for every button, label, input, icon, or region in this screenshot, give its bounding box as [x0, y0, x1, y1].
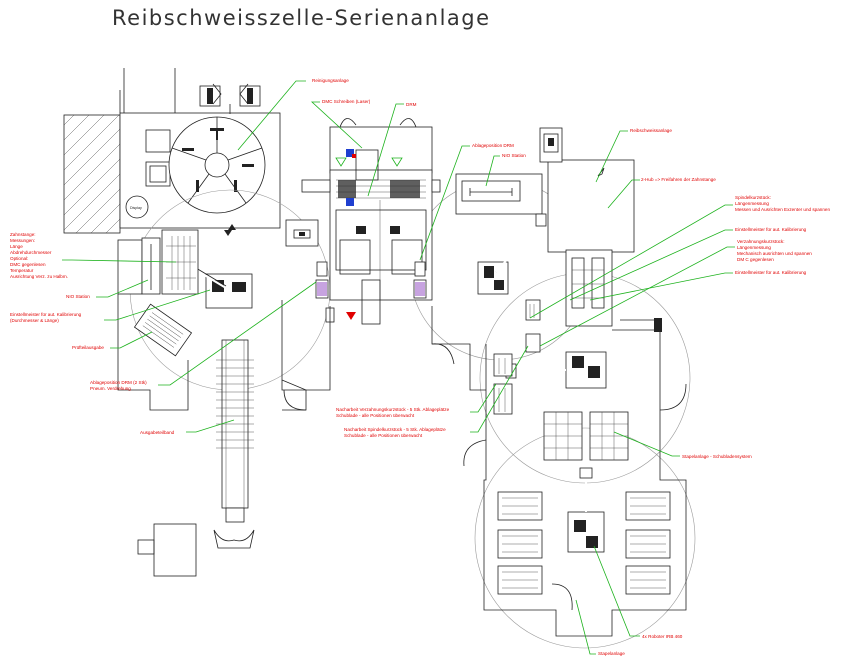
- nacharbeit-drawers: [493, 299, 541, 415]
- label-einstellmeister-left-1: Einstellmeister für aut. Kalibrierung: [10, 312, 82, 317]
- nio-station-left: [117, 229, 199, 295]
- label-nacharbeit-spindel-2: Schublade - alle Positionen überwacht: [344, 433, 423, 438]
- label-ablageposition-drm: Ablageposition DRM: [472, 143, 514, 148]
- drm-center-station: [285, 118, 441, 325]
- ausgabeteilband-conveyor: [137, 339, 255, 577]
- label-einstellmeister-2: Einstellmeister für aut. Kalibrierung: [735, 270, 807, 275]
- label-zahnstange-4: Abdrehdurchmesser: [10, 250, 52, 255]
- label-nio-station-top: NIO Station: [502, 153, 526, 158]
- pruefteilausgabe-slide: [133, 303, 193, 357]
- label-zahnstange-2: Messungen:: [10, 238, 35, 243]
- flip-station-icon: [199, 83, 261, 114]
- label-zahnstange-3: Länge: [10, 244, 23, 249]
- label-ausgabeteilband: Ausgabeteilband: [140, 430, 175, 435]
- label-pruefteilausgabe: Prüfteilausgabe: [72, 345, 104, 350]
- label-ablage-drm2-1: Ablageposition DRM (2 Stk): [90, 380, 147, 385]
- robot-middle: [505, 351, 607, 389]
- stapelanlage-schubladensystem: [543, 411, 629, 461]
- label-hub: 2-Hub => Freifahren der Zahnstange: [641, 177, 716, 182]
- label-zahnstange-7: Temperatur: [10, 268, 34, 273]
- label-spindel-2: Längenmessung: [735, 201, 769, 206]
- label-stapelanlage-schubladensystem: Stapelanlage - Schubladensystem: [682, 454, 752, 459]
- label-nacharbeit-spindel-1: Nacharbeit Spindelkurzstück - 5 Stk. Abl…: [344, 427, 446, 432]
- label-nacharbeit-verz-2: Schublade - alle Positionen überwacht: [336, 413, 415, 418]
- label-nio-station-left: NIO Station: [66, 294, 90, 299]
- label-verz-4: DM C gegenlesen: [737, 257, 774, 262]
- label-drm: DRM: [406, 102, 417, 107]
- label-zahnstange-5: Optional:: [10, 256, 28, 261]
- annotation-labels: Reinigungsanlage DMC Schreiben (Laser) D…: [10, 78, 830, 656]
- reinigungsanlage-unit: Display: [63, 68, 281, 236]
- cell-fence: [117, 294, 687, 637]
- leader-lines: [62, 80, 735, 655]
- label-verz-1: Verzahnungskurzstück:: [737, 239, 785, 244]
- robot-bottom: [567, 467, 605, 553]
- nio-station-top: [455, 173, 543, 215]
- label-dmc-schreiben: DMC Schreiben (Laser): [322, 99, 371, 104]
- robot-left: [167, 251, 253, 309]
- label-spindel-1: Spindelkurzstück:: [735, 195, 771, 200]
- stapelanlage-pallets: [497, 491, 671, 595]
- label-zahnstange-6: DMC gegenlesen: [10, 262, 46, 267]
- label-ablage-drm2-2: Pneum. Verdrehung: [90, 386, 131, 391]
- label-einstellmeister-left-2: (Durchmesser & Länge): [10, 318, 59, 323]
- label-nacharbeit-verz-1: Nacharbeit Verzahnungskurzstück - 5 Stk.…: [336, 407, 450, 412]
- optional-display-label: Display: [130, 206, 142, 210]
- label-verz-2: Längenmessung: [737, 245, 771, 250]
- label-reinigungsanlage: Reinigungsanlage: [312, 78, 349, 83]
- label-zahnstange-8: Ausrichtung Verz. zu Halbm.: [10, 274, 68, 279]
- label-einstellmeister-1: Einstellmeister für aut. Kalibrierung: [735, 227, 807, 232]
- reibschweissanlage-unit: [539, 127, 662, 332]
- label-roboter: 4x Roboter IRB 460: [642, 634, 683, 639]
- label-verz-3: Mechanisch ausrichten und spannen: [737, 251, 812, 256]
- label-reibschweissanlage: Reibschweissanlage: [630, 128, 672, 133]
- label-spindel-3: Messen und Ausrichten Exzenter und spann…: [735, 207, 830, 212]
- label-stapelanlage: Stapelanlage: [598, 651, 625, 656]
- robot-top-right: [477, 213, 547, 295]
- label-zahnstange-1: Zahnstange:: [10, 232, 36, 237]
- drawing-title: Reibschweisszelle-Serienanlage: [112, 6, 491, 30]
